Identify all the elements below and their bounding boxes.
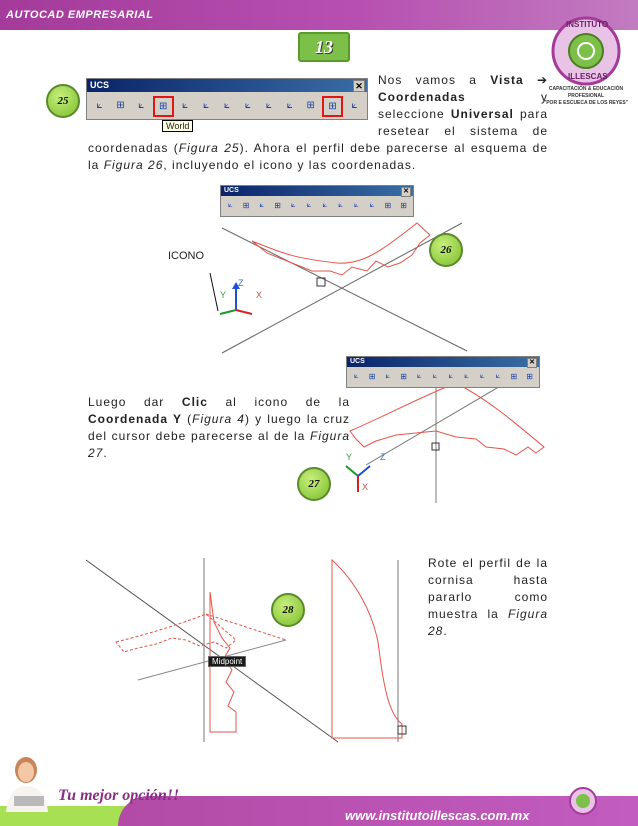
ucs-world-icon[interactable]: ⊞ bbox=[152, 96, 174, 117]
ucs-icon[interactable]: ⟀ bbox=[353, 200, 359, 209]
ucs-icon[interactable]: ⟀ bbox=[203, 100, 210, 111]
figure-26 bbox=[162, 183, 472, 363]
ucs-toolbar-26[interactable]: UCS ✕ ⟀ ⊞ ⟀ ⊞ ⟀ ⟀ ⟀ ⟀ ⟀ ⟀ ⊞ ⊞ bbox=[220, 185, 414, 217]
paragraph-2: Luego dar Clic al icono de la Coordenada… bbox=[88, 395, 350, 460]
figure-badge-28: 28 bbox=[271, 593, 305, 627]
logo-sub-2: PROFESIONAL bbox=[567, 93, 605, 99]
presenter-photo bbox=[2, 752, 54, 812]
figure-28 bbox=[85, 552, 418, 746]
ucs-icon[interactable]: ⊞ bbox=[116, 100, 125, 111]
logo-sub-3: "POR E ESCUECA DE LOS REYES" bbox=[543, 100, 629, 106]
ucs-title: UCS bbox=[350, 358, 365, 365]
ucs-icon[interactable]: ⟀ bbox=[479, 371, 485, 380]
ucs-icon[interactable]: ⊞ bbox=[384, 200, 392, 210]
ucs-axis-icon-27: Y Z X bbox=[336, 450, 396, 496]
institute-logo: INSTITUTO ILLESCAS CAPACITACIÓN & EDUCAC… bbox=[540, 16, 632, 116]
ucs-icon[interactable]: ⟀ bbox=[353, 371, 359, 380]
ucs-icon[interactable]: ⟀ bbox=[322, 200, 328, 209]
ucs-icon[interactable]: ⟀ bbox=[290, 200, 296, 209]
axis-z-label: Z bbox=[380, 452, 386, 462]
footer-slogan: Tu mejor opción!! bbox=[58, 787, 180, 804]
axis-y-label: Y bbox=[346, 452, 353, 462]
ucs-icon[interactable]: ⟀ bbox=[138, 100, 145, 111]
ucs-icon[interactable]: ⟀ bbox=[265, 100, 272, 111]
ucs-icon[interactable]: ⟀ bbox=[416, 371, 422, 380]
figure-badge-27: 27 bbox=[297, 467, 331, 501]
midpoint-tooltip: Midpoint bbox=[208, 656, 247, 667]
ucs-icon[interactable]: ⟀ bbox=[385, 371, 391, 380]
ucs-icon[interactable]: ⟀ bbox=[96, 100, 103, 111]
axis-x-label: X bbox=[362, 482, 369, 492]
ucs-icon[interactable]: ⊞ bbox=[510, 371, 518, 381]
ucs-y-icon[interactable]: ⊞ bbox=[322, 96, 344, 117]
footer-bar-purple bbox=[118, 796, 638, 826]
ucs-icon[interactable]: ⟀ bbox=[286, 100, 293, 111]
figure-badge-26: 26 bbox=[429, 233, 463, 267]
ucs-toolbar-27[interactable]: UCS ✕ ⟀ ⊞ ⟀ ⊞ ⟀ ⟀ ⟀ ⟀ ⟀ ⟀ ⊞ ⊞ bbox=[346, 356, 540, 388]
header-title: AUTOCAD EMPRESARIAL bbox=[6, 9, 154, 21]
ucs-toolbar-25[interactable]: UCS ✕ ⟀ ⊞ ⟀ ⊞ ⟀ ⟀ ⟀ ⟀ ⟀ ⟀ ⊞ ⊞ ⟀ bbox=[86, 78, 368, 120]
ucs-icon[interactable]: ⟀ bbox=[227, 200, 233, 209]
close-icon[interactable]: ✕ bbox=[401, 187, 411, 197]
figure-badge-25: 25 bbox=[46, 84, 80, 118]
ucs-icon[interactable]: ⊞ bbox=[368, 371, 376, 381]
ucs-icon[interactable]: ⟀ bbox=[495, 371, 501, 380]
footer-logo-icon bbox=[568, 786, 598, 816]
logo-sub-1: CAPACITACIÓN & EDUCACIÓN bbox=[548, 86, 624, 92]
close-icon[interactable]: ✕ bbox=[527, 358, 537, 368]
ucs-icon[interactable]: ⟀ bbox=[259, 200, 265, 209]
ucs-icon[interactable]: ⊞ bbox=[242, 200, 250, 210]
ucs-title: UCS bbox=[90, 80, 110, 90]
paragraph-3: Rote el perfil de la cornisa hasta parar… bbox=[428, 556, 548, 638]
header-bar bbox=[0, 0, 638, 30]
world-tooltip: World bbox=[162, 120, 194, 132]
logo-name-1: INSTITUTO bbox=[566, 20, 609, 29]
ucs-icon[interactable]: ⟀ bbox=[448, 371, 454, 380]
ucs-icon[interactable]: ⊞ bbox=[526, 371, 533, 381]
ucs-axis-icon-26: Z Y X bbox=[214, 278, 274, 318]
page-number: 13 bbox=[298, 32, 350, 62]
logo-name-2: ILLESCAS bbox=[568, 72, 608, 81]
ucs-icon[interactable]: ⟀ bbox=[244, 100, 251, 111]
float-spacer bbox=[88, 72, 378, 140]
ucs-icon[interactable]: ⟀ bbox=[369, 200, 375, 209]
ucs-icon[interactable]: ⊞ bbox=[274, 200, 281, 210]
ucs-icon[interactable]: ⊞ bbox=[400, 371, 407, 381]
ucs-icon[interactable]: ⊞ bbox=[400, 200, 407, 210]
close-icon[interactable]: ✕ bbox=[353, 80, 365, 92]
ucs-icon[interactable]: ⟀ bbox=[432, 371, 438, 380]
paragraph-1: Nos vamos a Vista ➔ Coordenadas y selecc… bbox=[88, 72, 549, 172]
ucs-icon[interactable]: ⟀ bbox=[223, 100, 230, 111]
ucs-icon[interactable]: ⟀ bbox=[182, 100, 189, 111]
axis-z-label: Z bbox=[238, 278, 244, 288]
ucs-icon[interactable]: ⟀ bbox=[338, 200, 344, 209]
ucs-icon[interactable]: ⟀ bbox=[351, 100, 358, 111]
ucs-icon[interactable]: ⟀ bbox=[306, 200, 312, 209]
footer-url[interactable]: www.institutoillescas.com.mx bbox=[345, 808, 530, 823]
ucs-icon[interactable]: ⟀ bbox=[464, 371, 470, 380]
ucs-title: UCS bbox=[224, 187, 239, 194]
axis-y-label: Y bbox=[220, 290, 227, 300]
icono-label: ICONO bbox=[168, 250, 205, 262]
ucs-icon[interactable]: ⊞ bbox=[306, 100, 315, 111]
axis-x-label: X bbox=[256, 290, 263, 300]
